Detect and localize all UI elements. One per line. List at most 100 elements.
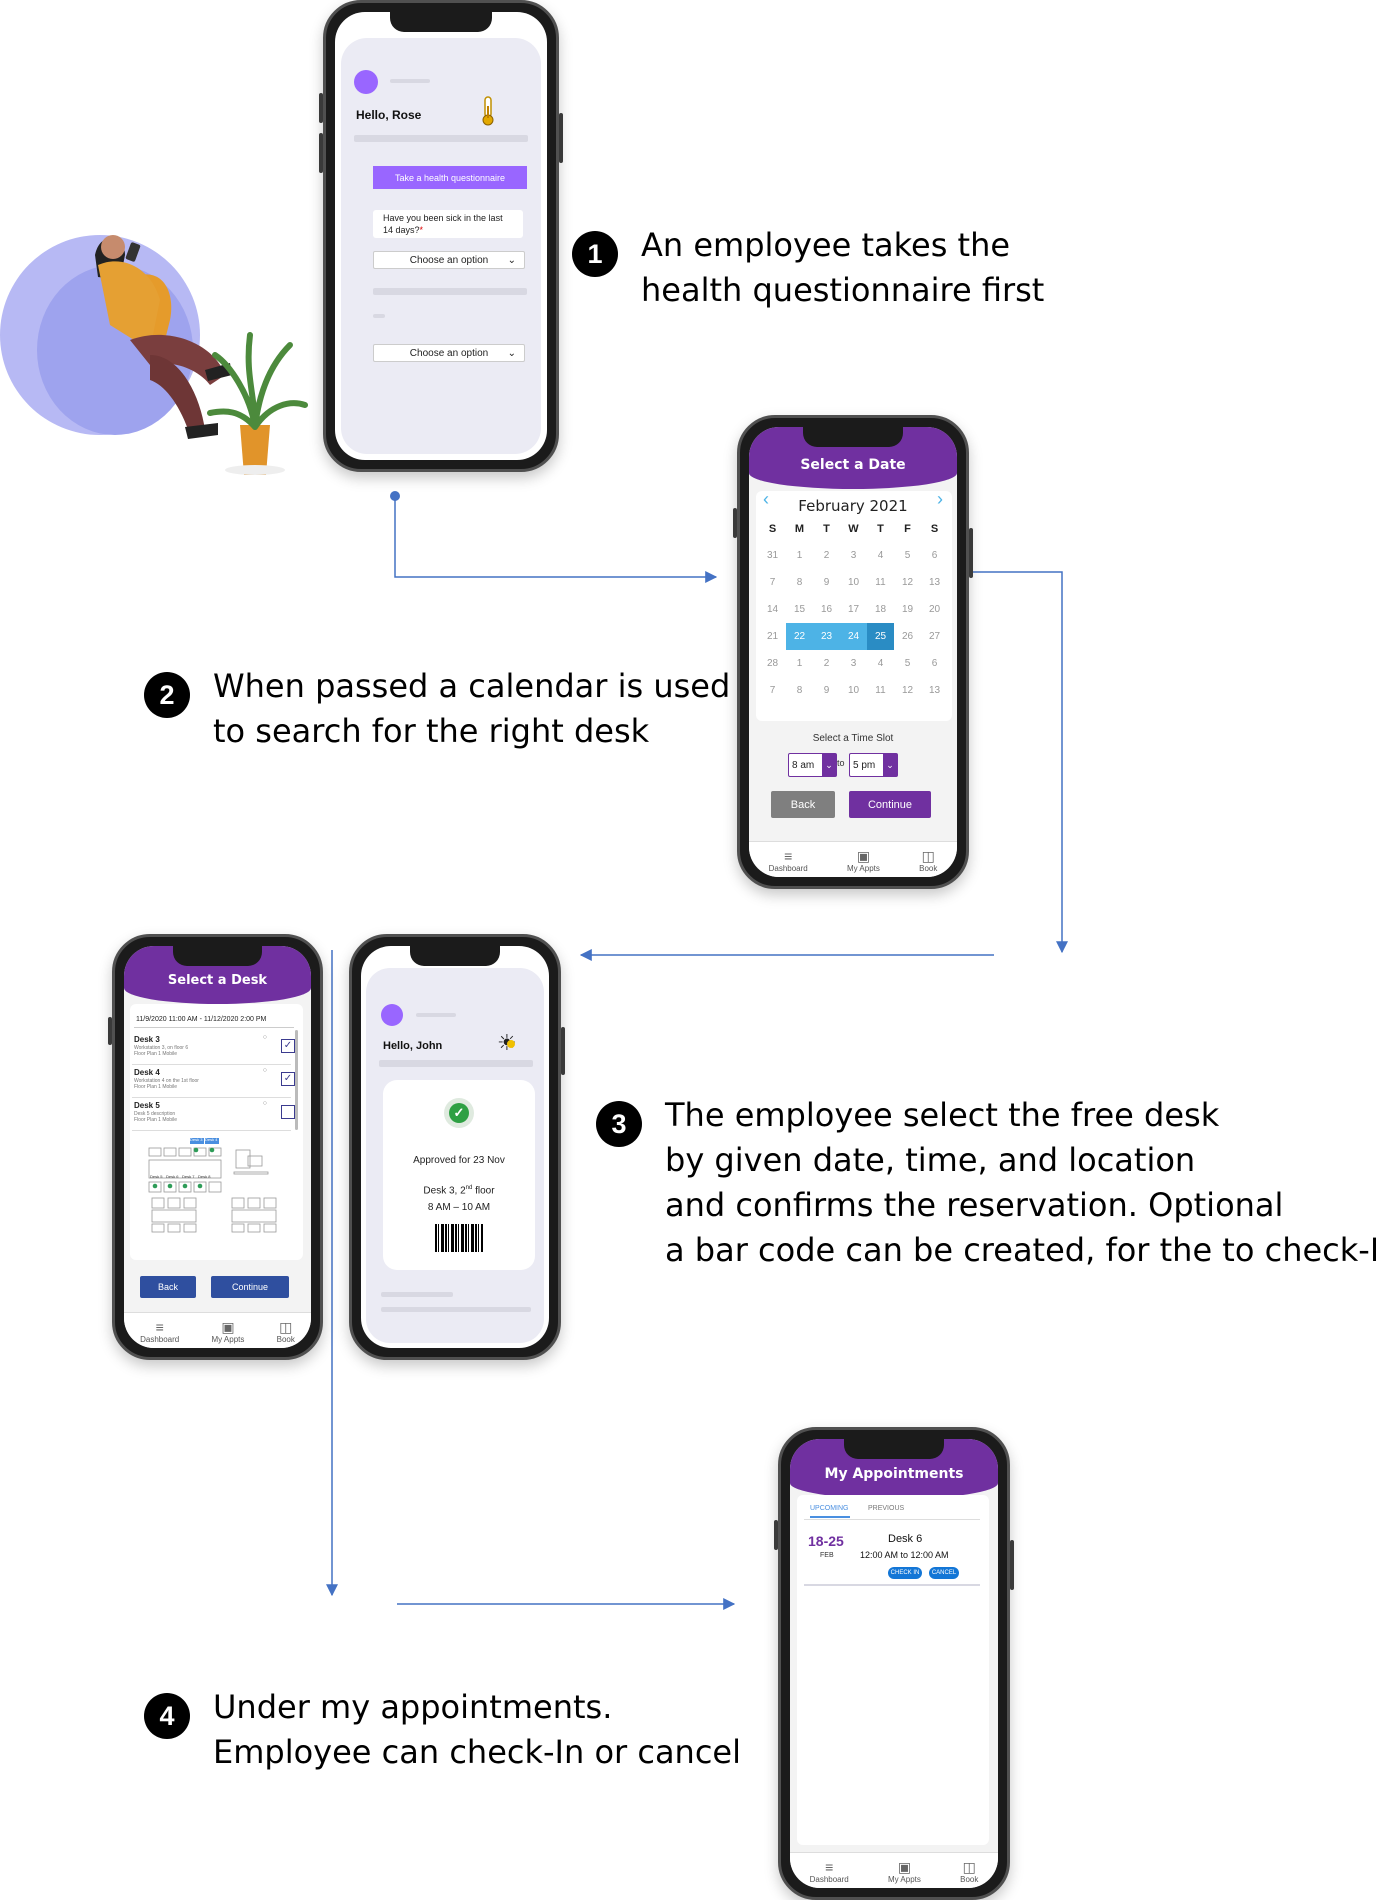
nav-dashboard[interactable]: ≡Dashboard (140, 1319, 179, 1348)
tab-previous[interactable]: PREVIOUS (868, 1505, 905, 1512)
calendar-day[interactable]: 2 (823, 658, 830, 669)
start-time-select[interactable]: 8 am ⌄ (788, 753, 837, 777)
desk-checkbox[interactable]: ✓ (281, 1039, 295, 1053)
desk-location-suffix: floor (472, 1185, 495, 1197)
calendar-day[interactable]: 17 (847, 604, 860, 615)
calendar-day[interactable]: 5 (904, 658, 911, 669)
calendar-day[interactable]: 1 (796, 550, 803, 561)
chevron-down-icon: ⌄ (507, 254, 516, 266)
location-pin-icon[interactable]: ○ (262, 1067, 267, 1074)
woman-on-beanbag-illustration (0, 235, 308, 475)
calendar-day[interactable]: 13 (928, 685, 941, 696)
step-2-line: to search for the right desk (213, 712, 650, 750)
barcode[interactable] (435, 1224, 483, 1252)
calendar-day[interactable]: 6 (931, 550, 938, 561)
option-dropdown-1[interactable]: Choose an option⌄ (373, 251, 525, 269)
health-questionnaire-button[interactable]: Take a health questionnaire (373, 166, 527, 189)
prev-month-button[interactable]: ‹ (763, 489, 769, 509)
nav-book[interactable]: ◫Book (277, 1319, 295, 1348)
continue-button[interactable]: Continue (849, 791, 931, 818)
book-icon: ◫ (921, 848, 935, 864)
calendar-day[interactable]: 9 (823, 577, 830, 588)
calendar-day[interactable]: 10 (847, 685, 860, 696)
start-time-value: 8 am (792, 759, 815, 771)
end-time-select[interactable]: 5 pm ⌄ (849, 753, 898, 777)
end-time-value: 5 pm (853, 759, 876, 771)
calendar-day[interactable]: 19 (901, 604, 914, 615)
cancel-button[interactable]: CANCEL (929, 1567, 959, 1579)
calendar-day[interactable]: 8 (796, 685, 803, 696)
map-label-desk-5: Desk 5 (150, 1174, 163, 1179)
calendar-day[interactable]: 3 (850, 658, 857, 669)
calendar-day[interactable]: 6 (931, 658, 938, 669)
continue-button[interactable]: Continue (211, 1276, 289, 1298)
desk-checkbox[interactable]: ✓ (281, 1072, 295, 1086)
step-3-line: and confirms the reservation. Optional (665, 1186, 1284, 1224)
location-pin-icon[interactable]: ○ (262, 1034, 267, 1041)
calendar-day[interactable]: 11 (875, 685, 886, 696)
calendar-icon: ▣ (897, 1859, 912, 1875)
calendar-day[interactable]: 14 (766, 604, 779, 615)
calendar-day[interactable]: 1 (796, 658, 803, 669)
calendar-day[interactable]: 20 (928, 604, 941, 615)
nav-book[interactable]: ◫Book (960, 1859, 978, 1888)
calendar-day[interactable]: 7 (769, 685, 776, 696)
nav-dashboard[interactable]: ≡Dashboard (810, 1859, 849, 1888)
desk-list-scrollbar[interactable] (295, 1030, 298, 1130)
next-month-button[interactable]: › (937, 489, 943, 509)
calendar-day[interactable]: 5 (904, 550, 911, 561)
map-label-desk-3: Desk 3 (190, 1137, 203, 1142)
calendar-day[interactable]: 28 (766, 658, 779, 669)
calendar-day[interactable]: 18 (874, 604, 887, 615)
calendar-day[interactable]: 13 (928, 577, 941, 588)
tab-upcoming[interactable]: UPCOMING (810, 1505, 849, 1512)
nav-my-appts[interactable]: ▣My Appts (211, 1319, 244, 1348)
calendar-day[interactable]: 21 (766, 631, 779, 642)
desk-description-line: Desk 5 description (134, 1111, 176, 1117)
appointment-dates: 18-25 (808, 1533, 844, 1549)
calendar-day[interactable]: 7 (769, 577, 776, 588)
avatar (354, 70, 378, 94)
back-button[interactable]: Back (140, 1276, 196, 1298)
calendar-day[interactable]: 4 (877, 550, 884, 561)
location-pin-icon[interactable]: ○ (262, 1100, 267, 1107)
desk-checkbox[interactable] (281, 1105, 295, 1119)
calendar-day[interactable]: 12 (901, 685, 914, 696)
desk-card (130, 1004, 303, 1260)
nav-book[interactable]: ◫Book (919, 848, 937, 877)
avatar (381, 1004, 403, 1026)
calendar-day[interactable]: 16 (820, 604, 833, 615)
calendar-day[interactable]: 12 (901, 577, 914, 588)
calendar-day[interactable]: 8 (796, 577, 803, 588)
required-mark: * (419, 225, 424, 235)
nav-my-appts[interactable]: ▣My Appts (847, 848, 880, 877)
calendar-day[interactable]: 27 (928, 631, 941, 642)
calendar-day[interactable]: 23 (813, 623, 840, 650)
calendar-day[interactable]: 10 (847, 577, 860, 588)
check-in-button[interactable]: CHECK IN (888, 1567, 922, 1579)
calendar-day[interactable]: 2 (823, 550, 830, 561)
phone-my-appointments: My Appointments UPCOMING PREVIOUS 18-25 … (774, 1427, 1014, 1900)
calendar-day[interactable]: 15 (793, 604, 806, 615)
nav-dashboard[interactable]: ≡Dashboard (769, 848, 808, 877)
back-button[interactable]: Back (771, 791, 835, 818)
calendar-day[interactable]: 3 (850, 550, 857, 561)
calendar-day[interactable]: 24 (840, 623, 867, 650)
desk-description-line: Workstation 4 on the 1st floor (134, 1078, 199, 1084)
calendar-day[interactable]: 25 (867, 623, 894, 650)
nav-my-appts[interactable]: ▣My Appts (888, 1859, 921, 1888)
calendar-day[interactable]: 22 (786, 623, 813, 650)
calendar-day[interactable]: 9 (823, 685, 830, 696)
calendar-day[interactable]: 11 (875, 577, 886, 588)
calendar-day[interactable]: 31 (766, 550, 779, 561)
calendar-day[interactable]: 4 (877, 658, 884, 669)
floor-plan-map[interactable]: Desk 3 Desk 4 Desk 5 Desk 6 Desk 7 Desk … (144, 1136, 284, 1236)
option-dropdown-2[interactable]: Choose an option⌄ (373, 344, 525, 362)
calendar-day[interactable]: 26 (901, 631, 914, 642)
appointments-card (797, 1495, 989, 1845)
